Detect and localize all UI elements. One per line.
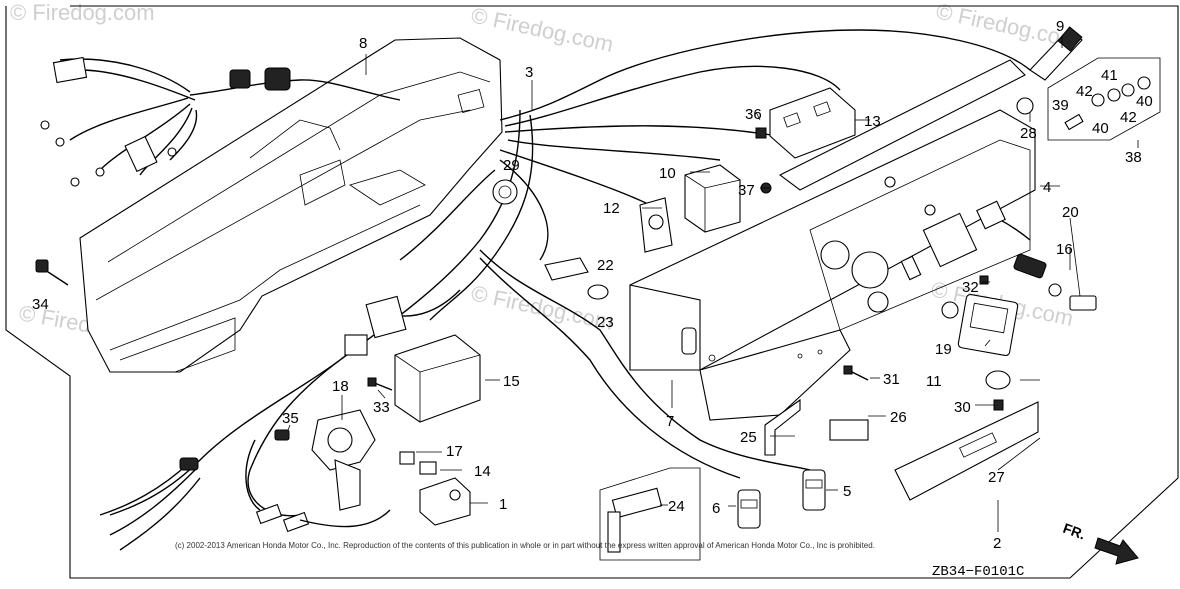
callout-20: 20: [1062, 204, 1079, 221]
callout-2: 2: [993, 535, 1001, 552]
callout-35: 35: [282, 410, 299, 427]
callout-19: 19: [935, 341, 952, 358]
callout-18: 18: [332, 378, 349, 395]
front-direction-indicator: FR.: [1061, 520, 1139, 565]
callout-40a: 40: [1136, 93, 1153, 110]
main-wire-harness: [109, 29, 1031, 517]
callout-40b: 40: [1092, 120, 1109, 137]
knob-11: [985, 370, 1011, 390]
control-module: [394, 334, 481, 423]
label-24: [599, 467, 701, 561]
callout-39: 39: [1052, 97, 1069, 114]
callout-24: 24: [668, 498, 685, 515]
ignition-coil: [311, 409, 376, 511]
wire-harness-upper: [40, 56, 401, 187]
callout-10: 10: [659, 165, 676, 182]
connector-plug: [344, 295, 407, 356]
callout-33: 33: [373, 399, 390, 416]
washer-28: [1016, 97, 1034, 115]
screw-31: [843, 365, 869, 381]
callout-32: 32: [962, 279, 979, 296]
callout-25: 25: [740, 429, 757, 446]
callout-41: 41: [1101, 67, 1118, 84]
figure-code: ZB34−F0101C: [932, 564, 1024, 580]
callout-11: 11: [926, 373, 942, 390]
front-arrow-icon: [1094, 537, 1139, 565]
connector-14: [419, 461, 437, 475]
callout-16: 16: [1056, 241, 1073, 258]
lamp-cover-20: [1069, 295, 1097, 311]
callout-12: 12: [603, 200, 620, 217]
screw-32: [979, 275, 989, 285]
callout-30: 30: [954, 399, 971, 416]
callout-42b: 42: [1120, 109, 1137, 126]
direction-label: FR.: [1061, 520, 1088, 543]
bolt-33: [367, 377, 393, 391]
bolt-35: [274, 429, 290, 441]
grommet: [492, 179, 518, 205]
callout-23: 23: [597, 314, 614, 331]
socket-6: [737, 489, 761, 529]
callout-1: 1: [499, 496, 507, 513]
terminal-9: [1029, 26, 1083, 81]
meter-19: [941, 293, 1019, 357]
control-panel: [629, 59, 1036, 421]
screw-36: [755, 127, 767, 139]
bolt-34: [35, 259, 69, 286]
callout-8: 8: [359, 35, 367, 52]
frame-border: [5, 5, 1179, 579]
regulator-1: [419, 477, 471, 526]
callout-36: 36: [745, 106, 762, 123]
callout-5: 5: [843, 483, 851, 500]
callout-4: 4: [1043, 179, 1051, 196]
callout-31: 31: [883, 371, 900, 388]
callout-labels: 1 2 3 4 5 6 7 8 9 10 11 12 13 14 15 16 1…: [32, 18, 1153, 552]
watermark: © Firedog.com: [10, 0, 155, 25]
leader-lines: [287, 36, 1139, 532]
callout-28: 28: [1020, 125, 1037, 142]
callout-6: 6: [712, 500, 720, 517]
callout-26: 26: [890, 409, 907, 426]
switch-12: [639, 197, 673, 253]
control-box-housing: [79, 37, 503, 373]
terminal-kit-box: [1047, 57, 1161, 141]
panel-label-27: [894, 401, 1039, 501]
callout-15: 15: [503, 373, 520, 390]
screw-30: [993, 399, 1004, 411]
label-25: [764, 398, 801, 456]
socket-5: [802, 469, 826, 511]
callout-13: 13: [864, 113, 881, 130]
wire-harness-lower: [99, 439, 391, 551]
clip-23: [587, 284, 609, 300]
connector-17: [399, 451, 415, 465]
callout-34: 34: [32, 296, 49, 313]
callout-38: 38: [1125, 149, 1142, 166]
callout-37: 37: [738, 182, 755, 199]
callout-22: 22: [597, 257, 614, 274]
callout-7: 7: [666, 413, 674, 430]
circuit-breaker: [684, 164, 741, 233]
callout-29: 29: [503, 157, 520, 174]
callout-3: 3: [525, 64, 533, 81]
pilot-lamp-16: [1013, 253, 1062, 297]
callout-14: 14: [474, 463, 491, 480]
callout-9: 9: [1056, 18, 1064, 35]
small-switch-22: [544, 257, 589, 281]
watermark: © Firedog.com: [469, 2, 616, 57]
callout-17: 17: [446, 443, 463, 460]
label-26: [829, 419, 869, 441]
copyright-notice: (c) 2002-2013 American Honda Motor Co., …: [175, 541, 875, 550]
callout-27: 27: [988, 469, 1005, 486]
callout-42a: 42: [1076, 83, 1093, 100]
receptacle-outlet: [769, 87, 856, 159]
